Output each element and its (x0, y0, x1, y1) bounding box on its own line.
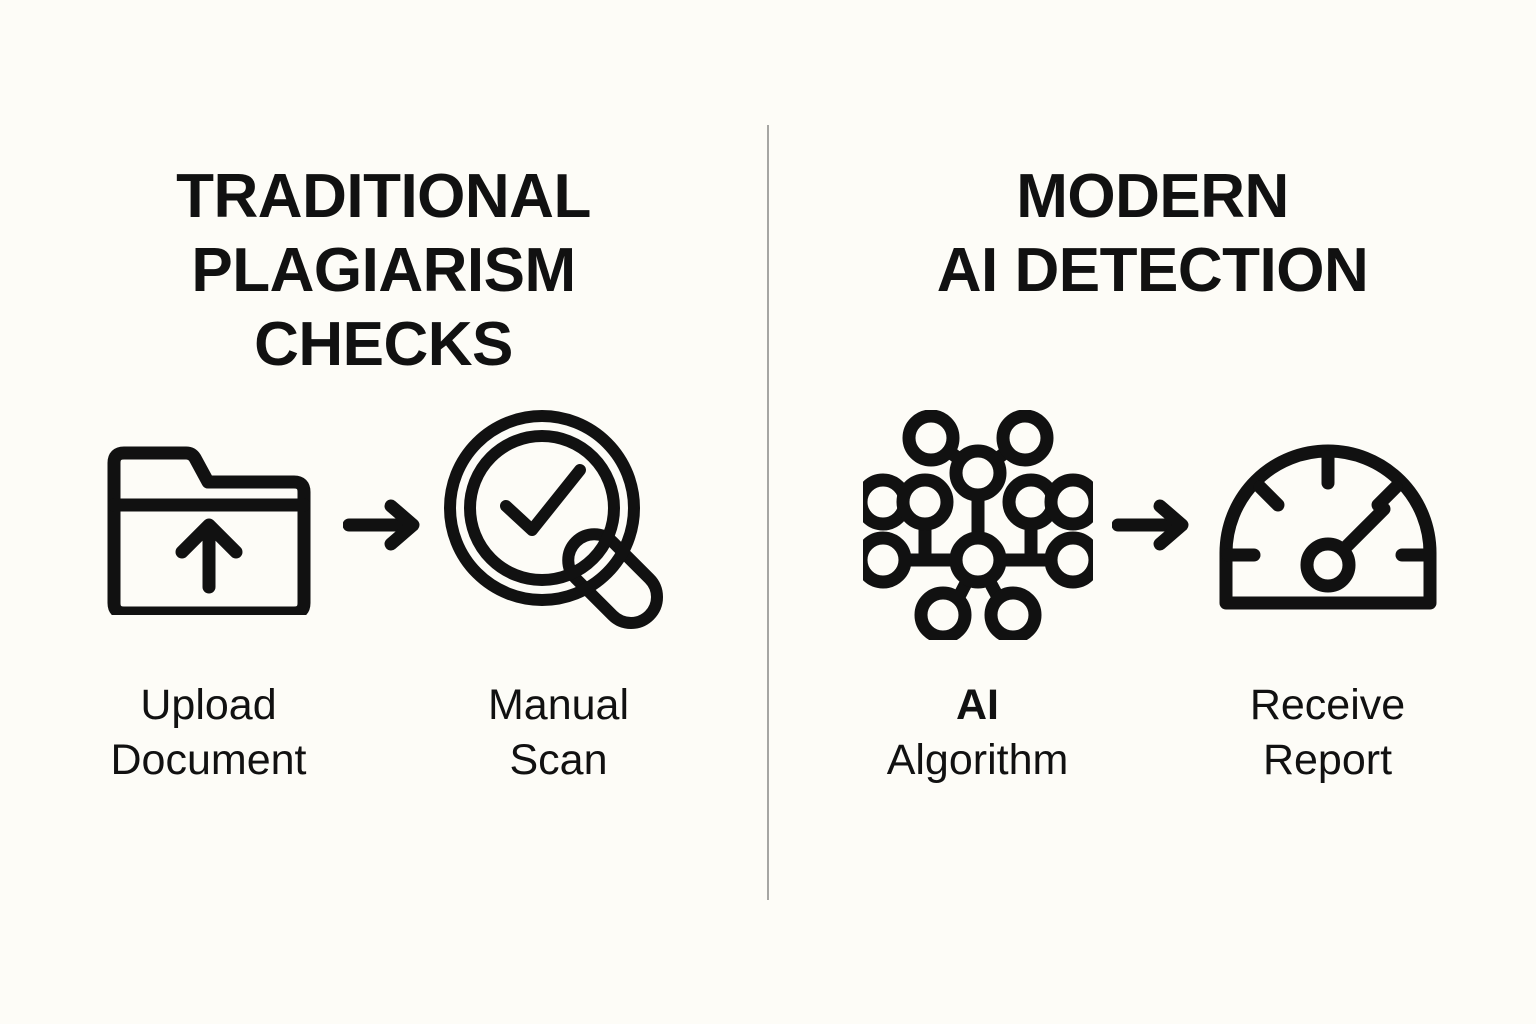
neural-network-icon (849, 400, 1107, 650)
step-label-manual-scan: Manual Scan (487, 681, 630, 784)
step-label-ai-algorithm-lead: AI (956, 681, 999, 729)
panel-traditional: TRADITIONAL PLAGIARISM CHECKS Upload Doc (0, 0, 767, 1024)
folder-upload-icon (80, 400, 338, 650)
step-receive-report: Receive Report (1199, 400, 1457, 788)
step-label-receive-report: Receive Report (1249, 681, 1406, 784)
step-label-ai-algorithm: AI Algorithm (887, 678, 1069, 788)
step-manual-scan: Manual Scan (430, 400, 688, 788)
step-label-ai-algorithm-rest: Algorithm (886, 736, 1069, 784)
step-label-upload-document: Upload Document (110, 681, 307, 784)
step-row-modern: AI Algorithm (769, 400, 1536, 788)
arrow-right-icon (338, 400, 430, 650)
panel-title-modern: MODERN AI DETECTION (936, 161, 1369, 305)
gauge-report-icon (1199, 400, 1457, 650)
arrow-right-icon (1107, 400, 1199, 650)
magnifier-check-icon (430, 400, 688, 650)
step-ai-algorithm: AI Algorithm (849, 400, 1107, 788)
panel-modern: MODERN AI DETECTION (769, 0, 1536, 1024)
step-upload-document: Upload Document (80, 400, 338, 788)
step-row-traditional: Upload Document (0, 400, 767, 788)
panel-title-traditional: TRADITIONAL PLAGIARISM CHECKS (176, 161, 591, 379)
panel-divider (767, 125, 769, 900)
